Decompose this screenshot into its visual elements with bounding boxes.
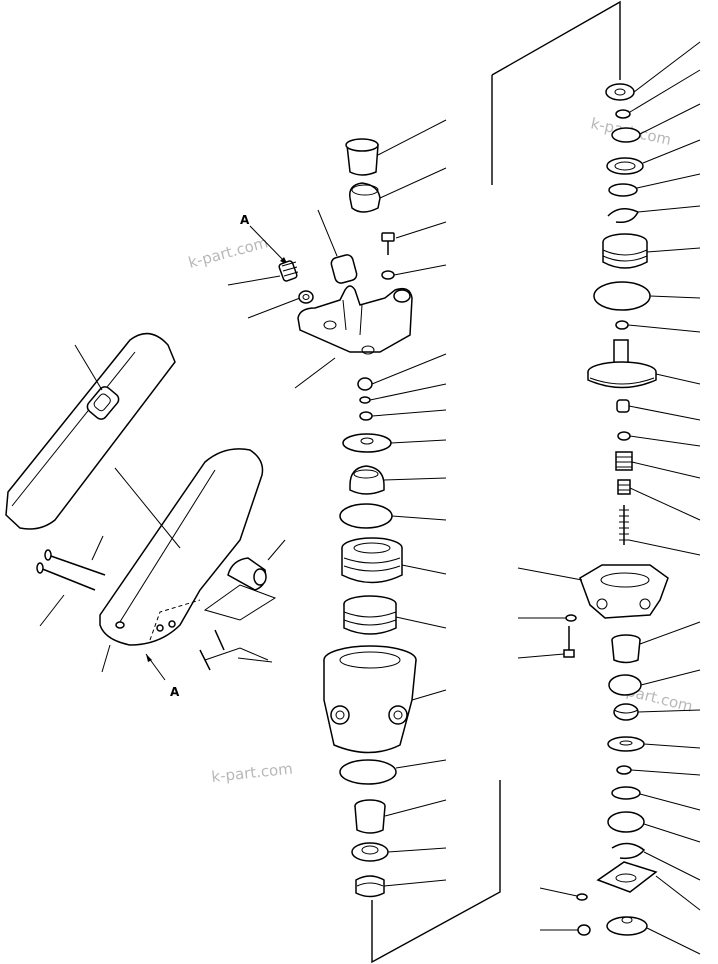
view-marker-top: A xyxy=(240,213,250,227)
bracket-bushing xyxy=(330,254,358,284)
view-arrow-bottom xyxy=(145,653,166,681)
cotter-pins xyxy=(199,629,269,671)
center-stack xyxy=(323,138,417,898)
right-stack xyxy=(563,83,669,936)
pedal-stopper xyxy=(203,557,277,621)
assembly-frame xyxy=(371,0,621,964)
adjust-spring xyxy=(278,260,314,304)
view-marker-bottom: A xyxy=(170,685,180,699)
pedal-bracket xyxy=(297,285,413,355)
pedal-pins xyxy=(36,549,106,591)
pedal-arm xyxy=(99,448,264,646)
watermark-4: k-part.com xyxy=(211,760,294,786)
leader-lines-right xyxy=(517,41,701,955)
leader-lines-left xyxy=(39,209,338,673)
leader-lines-center xyxy=(369,119,447,887)
pedal-cover xyxy=(5,332,176,530)
watermark-1: k-part.com xyxy=(186,233,270,272)
